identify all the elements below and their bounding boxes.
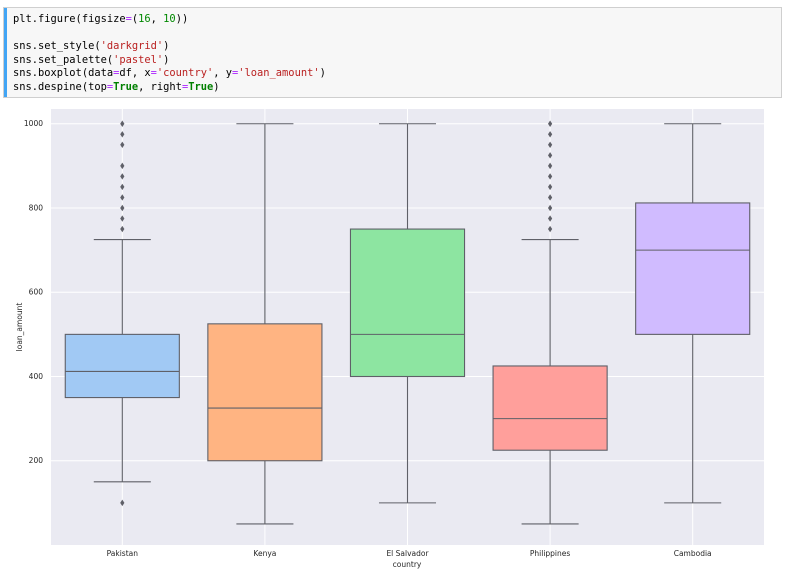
code-token: sns.despine(top: [13, 80, 107, 93]
code-token: ): [163, 53, 170, 66]
code-line: sns.set_palette('pastel'): [13, 54, 326, 68]
y-tick-label: 1000: [24, 119, 43, 128]
y-tick-label: 400: [29, 372, 44, 381]
x-tick-label: Kenya: [253, 549, 276, 558]
outlier-point: [548, 194, 553, 201]
outlier-point: [548, 173, 553, 180]
code-token: df, x: [119, 67, 151, 80]
code-token: ,: [150, 13, 164, 25]
outlier-point: [120, 225, 125, 233]
boxplot-chart: 200 400 600 800 1000 Pakistan Kenya El Salvado…: [15, 109, 764, 569]
code-token: sns.boxplot(data: [13, 67, 114, 80]
code-token: sns.set_style(: [13, 40, 101, 53]
x-tick-label: Pakistan: [107, 549, 139, 558]
code-token: ): [213, 80, 220, 93]
x-tick-label: Cambodia: [674, 549, 712, 558]
code-token: , right: [138, 80, 182, 93]
outlier-point: [548, 215, 553, 222]
code-token: sns.set_palette(: [13, 53, 114, 66]
box-kenya: [207, 123, 323, 525]
outlier-point: [548, 204, 553, 212]
outlier-point: [120, 204, 125, 212]
outlier-point: [120, 194, 125, 201]
y-tick-labels: 200 400 600 800 1000: [24, 119, 43, 465]
x-tick-label: El Salvador: [386, 549, 429, 558]
code-token: (: [131, 13, 139, 25]
iqr-box: [635, 202, 751, 335]
code-line: sns.boxplot(data=df, x='country', y='loa…: [13, 67, 326, 81]
outlier-point: [120, 215, 125, 222]
code-token: =: [106, 80, 114, 93]
box-el-salvador: [349, 123, 466, 504]
boxes: [64, 120, 751, 525]
code-token: , y: [213, 67, 232, 80]
box-pakistan: [64, 120, 180, 507]
code-token: =: [150, 67, 157, 80]
outlier-point: [548, 183, 553, 191]
outlier-point: [120, 173, 125, 180]
code-token: True: [113, 80, 139, 93]
code-token: True: [188, 80, 214, 93]
code-line: [13, 27, 326, 41]
code-token: 16: [138, 13, 151, 25]
code-token: =: [181, 80, 189, 93]
code-token: =: [125, 13, 132, 25]
code-token: ): [319, 67, 326, 80]
code-line: plt.figure(figsize=(16, 10)): [13, 13, 326, 27]
code-token: 'country': [156, 67, 214, 80]
x-tick-labels: Pakistan Kenya El Salvador Philippines Cambo…: [107, 549, 712, 558]
code-token: =: [232, 67, 239, 80]
y-tick-label: 200: [29, 456, 44, 465]
iqr-box: [349, 228, 466, 378]
code-token: =: [113, 67, 120, 80]
y-axis-label: loan_amount: [15, 303, 24, 352]
x-axis-label: country: [393, 560, 422, 569]
code-token: 'darkgrid': [100, 40, 164, 53]
x-tick-label: Philippines: [530, 549, 571, 558]
code-line: sns.despine(top=True, right=True): [13, 81, 326, 95]
code-token: )): [175, 13, 189, 25]
code-cell[interactable]: plt.figure(figsize=(16, 10))sns.set_styl…: [3, 7, 782, 98]
iqr-box: [492, 365, 608, 451]
code-token: 10: [163, 13, 176, 25]
code-token: ): [163, 40, 170, 53]
outlier-point: [120, 183, 125, 191]
iqr-box: [207, 323, 323, 462]
code-token: 'loan_amount': [238, 67, 320, 80]
outlier-point: [120, 499, 125, 507]
cell-selection-bar: [4, 8, 7, 97]
code-editor[interactable]: plt.figure(figsize=(16, 10))sns.set_styl…: [13, 13, 326, 95]
code-token: plt.figure(figsize: [13, 13, 126, 25]
outlier-point: [548, 225, 553, 233]
y-tick-label: 800: [29, 203, 44, 212]
iqr-box: [64, 333, 180, 399]
code-line: sns.set_style('darkgrid'): [13, 40, 326, 54]
box-cambodia: [635, 123, 751, 504]
code-token: 'pastel': [113, 53, 164, 66]
box-philippines: [492, 120, 608, 525]
y-tick-label: 600: [29, 288, 44, 297]
